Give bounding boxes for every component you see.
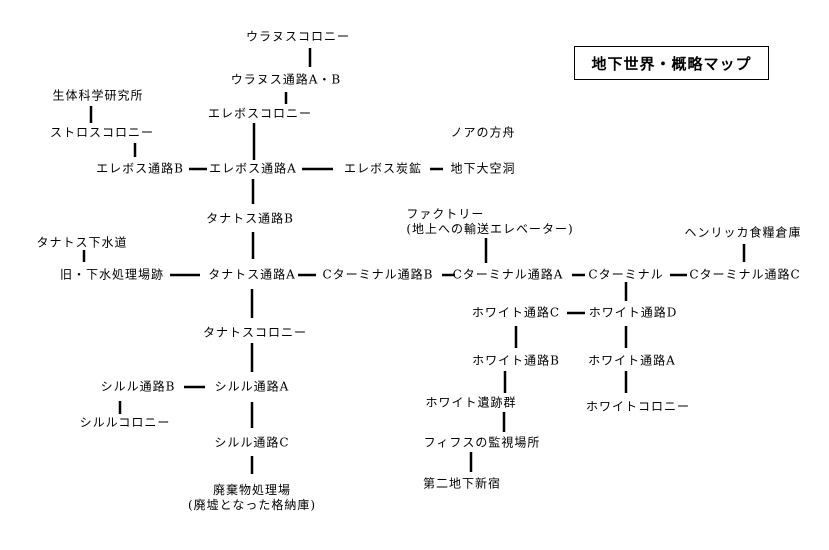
node-white-passage-d: ホワイト通路D <box>588 305 678 320</box>
node-white-passage-a: ホワイト通路A <box>588 353 676 368</box>
node-henrikka-storehouse: ヘンリッカ食糧倉庫 <box>684 225 802 240</box>
node-white-colony: ホワイトコロニー <box>585 399 691 414</box>
node-silur-passage-b: シルル通路B <box>100 379 176 394</box>
node-noahs-ark: ノアの方舟 <box>450 125 516 140</box>
node-c-terminal: Cターミナル <box>588 267 664 282</box>
node-stros-colony: ストロスコロニー <box>49 125 155 140</box>
node-factory: ファクトリー (地上への輸送エレベーター) <box>406 207 573 237</box>
node-erebos-passage-a: エレボス通路A <box>209 161 297 176</box>
node-white-ruins: ホワイト遺跡群 <box>425 395 517 410</box>
node-erebos-mine: エレボス炭鉱 <box>343 161 423 176</box>
node-thanatos-sewer: タナトス下水道 <box>36 235 128 250</box>
node-underground-cavern: 地下大空洞 <box>450 161 516 176</box>
node-thanatos-passage-b: タナトス通路B <box>206 211 294 226</box>
factory-sublabel: (地上への輸送エレベーター) <box>406 222 574 236</box>
node-thanatos-passage-a: タナトス通路A <box>208 267 296 282</box>
node-silur-colony: シルルコロニー <box>79 415 171 430</box>
waste-plant-sublabel: (廃墟となった格納庫) <box>187 498 317 512</box>
map-title: 地下世界・概略マップ <box>574 46 769 80</box>
node-old-sewage-plant: 旧・下水処理場跡 <box>59 267 165 282</box>
node-white-passage-c: ホワイト通路C <box>471 305 561 320</box>
node-white-passage-b: ホワイト通路B <box>472 353 560 368</box>
node-thanatos-colony: タナトスコロニー <box>202 325 308 340</box>
node-fifth-watch-post: フィフスの監視場所 <box>423 435 541 450</box>
node-c-terminal-passage-b: Cターミナル通路B <box>322 267 434 282</box>
waste-plant-label: 廃棄物処理場 <box>212 483 292 497</box>
node-silur-passage-c: シルル通路C <box>214 435 290 450</box>
node-erebos-colony: エレボスコロニー <box>207 106 313 121</box>
node-second-underground-shinjuku: 第二地下新宿 <box>422 476 502 491</box>
node-silur-passage-a: シルル通路A <box>214 379 290 394</box>
node-bioscience-lab: 生体科学研究所 <box>52 88 144 103</box>
node-uranus-colony: ウラヌスコロニー <box>245 29 351 44</box>
factory-label: ファクトリー <box>406 207 485 221</box>
node-c-terminal-passage-c: Cターミナル通路C <box>689 267 801 282</box>
node-uranus-passage-ab: ウラヌス通路A・B <box>230 72 342 87</box>
node-erebos-passage-b: エレボス通路B <box>96 161 184 176</box>
node-waste-plant: 廃棄物処理場 (廃墟となった格納庫) <box>188 483 316 513</box>
node-c-terminal-passage-a: Cターミナル通路A <box>452 267 564 282</box>
